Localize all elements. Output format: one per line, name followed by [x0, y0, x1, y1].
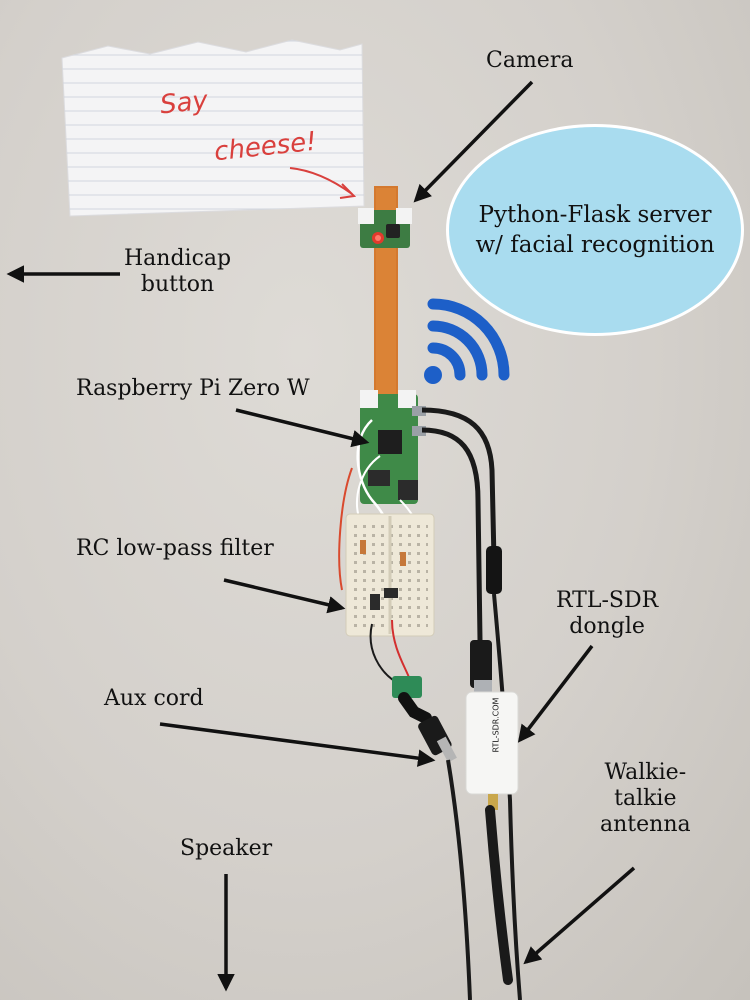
label-handicap-line-1: Handicap — [124, 246, 232, 271]
label-walkie-talkie-antenna: Walkie- talkie antenna — [600, 760, 691, 838]
dongle-brand: RTL-SDR.COM — [491, 697, 501, 753]
note-card — [61, 39, 365, 217]
label-speaker: Speaker — [180, 836, 273, 861]
rtl-sdr-dongle — [465, 640, 519, 795]
label-rtl-line-1: RTL-SDR — [556, 588, 659, 613]
server-bubble: Python-Flask server w/ facial recognitio… — [446, 124, 744, 336]
label-handicap-button: Handicap button — [124, 246, 231, 298]
walkie-arrow — [523, 866, 636, 965]
raspberry-pi-board — [360, 390, 426, 504]
label-walkie-line-3: antenna — [600, 812, 691, 837]
terminal-block — [392, 676, 422, 698]
camera-arrow — [413, 80, 534, 203]
rc-filter-arrow — [223, 578, 346, 614]
label-walkie-line-1: Walkie- — [604, 760, 687, 785]
label-rtl-sdr: RTL-SDR dongle — [556, 588, 658, 640]
wifi-icon — [424, 298, 510, 384]
label-raspberry-pi: Raspberry Pi Zero W — [76, 376, 310, 401]
server-line-2: w/ facial recognition — [475, 232, 715, 258]
label-camera: Camera — [486, 48, 574, 73]
label-walkie-line-2: talkie — [614, 786, 677, 811]
raspberry-arrow — [235, 408, 370, 448]
label-rc-filter: RC low-pass filter — [76, 536, 274, 561]
aux-arrow — [159, 722, 436, 767]
breadboard — [345, 513, 435, 637]
rtl-arrow — [517, 644, 594, 743]
label-aux-cord: Aux cord — [104, 686, 204, 711]
server-line-1: Python-Flask server — [478, 202, 712, 228]
camera-module — [358, 208, 412, 248]
note-line-1: Say — [158, 85, 210, 121]
label-rtl-line-2: dongle — [569, 614, 645, 639]
label-handicap-line-2: button — [140, 272, 215, 297]
